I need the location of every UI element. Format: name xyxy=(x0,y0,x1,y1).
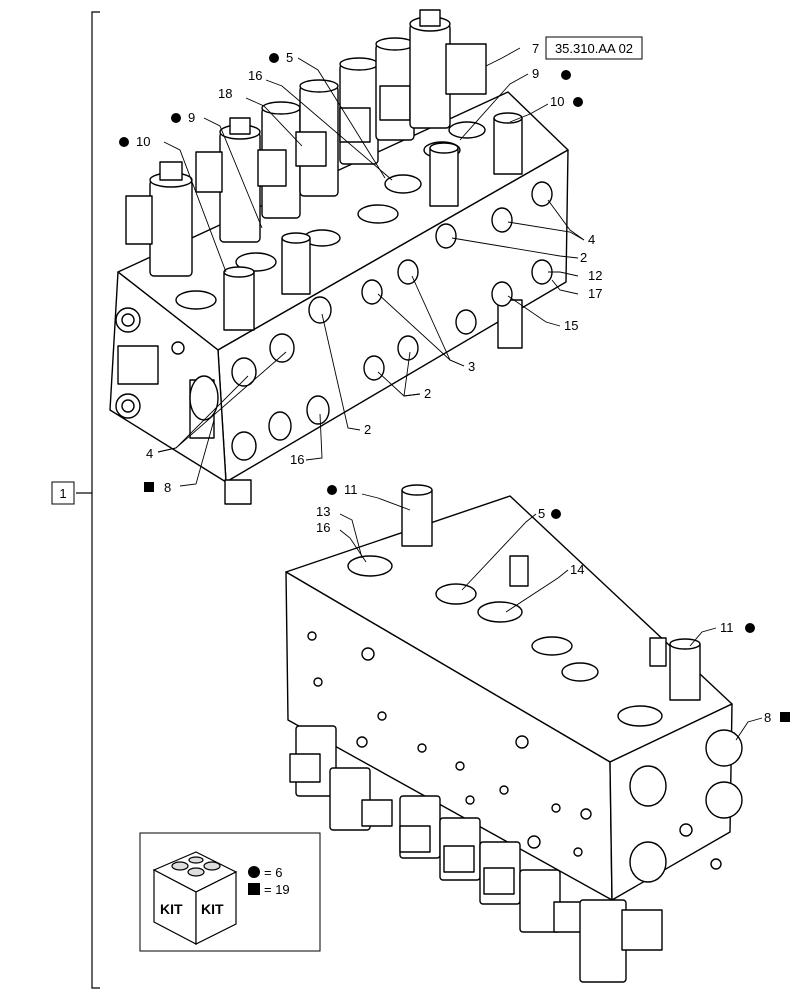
legend-circle-text: = 6 xyxy=(264,865,282,880)
legend-square-icon xyxy=(248,883,260,895)
callout-11-right: 11 xyxy=(720,620,734,635)
callout-labels: 35.310.AA 02 7 5 16 9 18 10 9 10 4 2 12 … xyxy=(119,36,790,725)
upper-valve-block xyxy=(109,9,569,505)
callout-10-circle-right xyxy=(573,97,583,107)
callout-5-circle xyxy=(269,53,279,63)
reference-box-label: 35.310.AA 02 xyxy=(555,41,633,56)
callout-10-right: 10 xyxy=(550,94,564,109)
callout-8-square-right xyxy=(780,712,790,722)
callout-8-right: 8 xyxy=(764,710,771,725)
callout-11-top: 11 xyxy=(344,482,358,497)
reference-box xyxy=(545,36,643,60)
callout-11-circle-top xyxy=(327,485,337,495)
callout-9-circle-right xyxy=(561,70,571,80)
legend-circle-icon xyxy=(248,866,260,878)
kit-legend: KIT KIT = 6 = 19 xyxy=(139,832,321,952)
callout-9-left: 9 xyxy=(188,110,195,125)
callout-14: 14 xyxy=(570,562,584,577)
lower-valve-block xyxy=(285,484,743,983)
group-bracket xyxy=(76,11,100,989)
callout-9-right: 9 xyxy=(532,66,539,81)
callout-16-lower: 16 xyxy=(316,520,330,535)
kit-label-right: KIT xyxy=(201,901,224,917)
callout-2-right: 2 xyxy=(580,250,587,265)
callout-13: 13 xyxy=(316,504,330,519)
leader-lines xyxy=(157,47,763,741)
callout-4-left: 4 xyxy=(146,446,153,461)
callout-8-left: 8 xyxy=(164,480,171,495)
callout-10-left: 10 xyxy=(136,134,150,149)
callout-5-top: 5 xyxy=(286,50,293,65)
callout-3: 3 xyxy=(468,359,475,374)
group-callout-label: 1 xyxy=(59,486,66,501)
callout-16-left: 16 xyxy=(290,452,304,467)
callout-4-right: 4 xyxy=(588,232,595,247)
callout-8-square-left xyxy=(144,482,154,492)
callout-12: 12 xyxy=(588,268,602,283)
callout-9-circle-left xyxy=(171,113,181,123)
callout-15: 15 xyxy=(564,318,578,333)
kit-label-left: KIT xyxy=(160,901,183,917)
callout-17: 17 xyxy=(588,286,602,301)
group-callout-box xyxy=(51,481,75,505)
callout-16-top: 16 xyxy=(248,68,262,83)
legend-square-text: = 19 xyxy=(264,882,290,897)
callout-11-circle-right xyxy=(745,623,755,633)
kit-box-icon xyxy=(152,851,238,945)
callout-2-middle: 2 xyxy=(424,386,431,401)
callout-2-lower: 2 xyxy=(364,422,371,437)
callout-10-circle-left xyxy=(119,137,129,147)
callout-5-lower: 5 xyxy=(538,506,545,521)
callout-7: 7 xyxy=(532,41,539,56)
callout-18: 18 xyxy=(218,86,232,101)
callout-5-circle-lower xyxy=(551,509,561,519)
